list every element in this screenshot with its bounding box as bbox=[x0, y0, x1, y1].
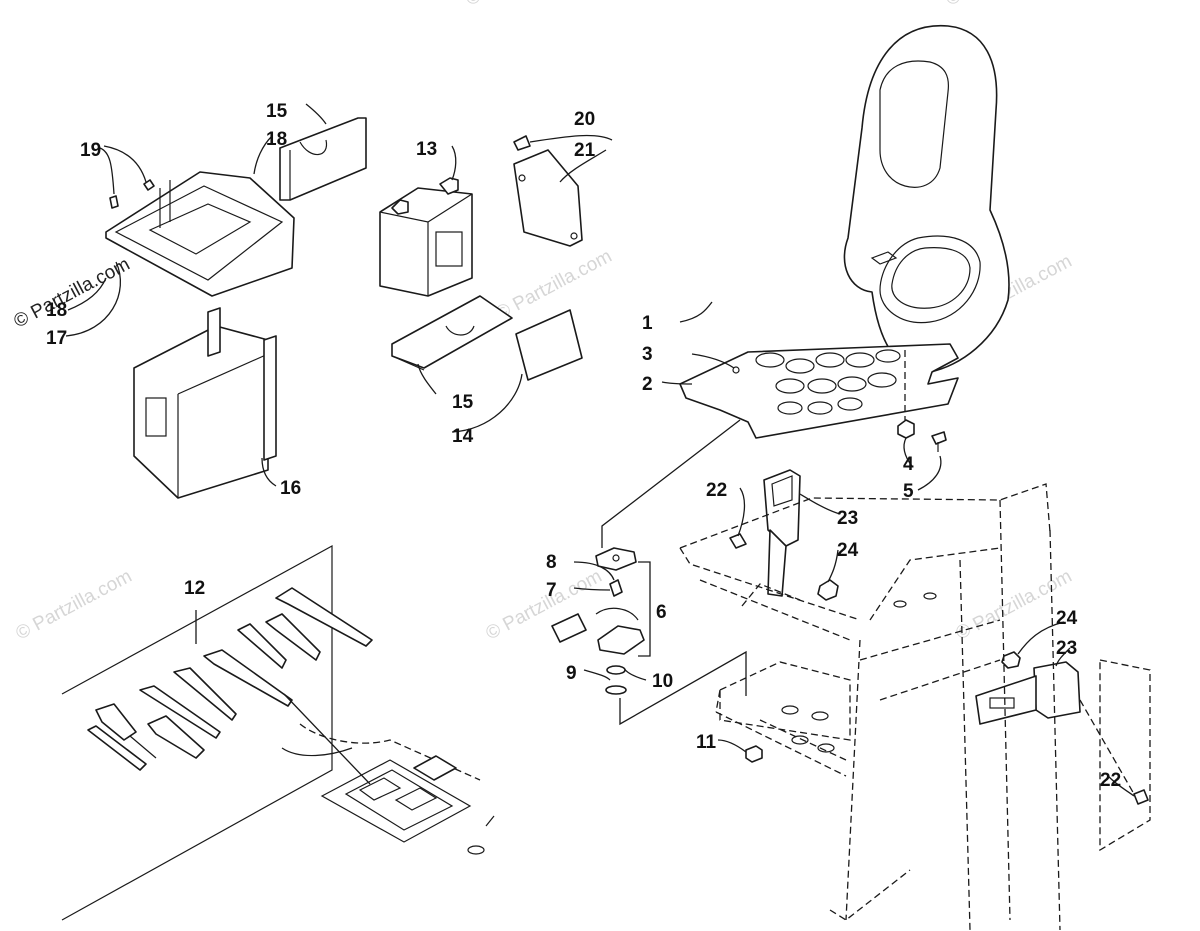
watermark-6: © Partzilla.com bbox=[462, 0, 585, 10]
callout-20: 20 bbox=[574, 109, 595, 130]
plate-part bbox=[515, 309, 583, 381]
callout-8: 8 bbox=[546, 552, 557, 573]
callout-18-lower: 18 bbox=[46, 300, 67, 321]
watermark-4: © Partzilla.com bbox=[482, 566, 605, 645]
battery-part bbox=[379, 177, 473, 297]
callout-13: 13 bbox=[416, 139, 437, 160]
callout-17: 17 bbox=[46, 328, 67, 349]
watermark-3: © Partzilla.com bbox=[12, 566, 135, 645]
callout-14: 14 bbox=[452, 426, 474, 447]
callout-22-upper: 22 bbox=[706, 480, 727, 501]
battery-tray-part bbox=[105, 171, 295, 297]
watermark-dark: © Partzilla.com bbox=[10, 254, 133, 333]
latch-assembly-part bbox=[551, 547, 763, 763]
callout-11: 11 bbox=[696, 732, 717, 753]
seat-belt-upper-part bbox=[729, 469, 839, 601]
callout-18-upper: 18 bbox=[266, 129, 287, 150]
callout-22-lower: 22 bbox=[1100, 770, 1121, 791]
seat-part bbox=[843, 25, 1010, 373]
bolt-part bbox=[931, 431, 947, 452]
callout-12: 12 bbox=[184, 578, 205, 599]
screw-part bbox=[513, 135, 531, 151]
callout-1: 1 bbox=[642, 313, 653, 334]
seat-base-part bbox=[679, 343, 959, 439]
callout-2: 2 bbox=[642, 374, 653, 395]
assembly-lines bbox=[601, 419, 747, 726]
callout-15-lower: 15 bbox=[452, 392, 474, 413]
callout-23-lower: 23 bbox=[1056, 638, 1077, 659]
callout-24-lower: 24 bbox=[1056, 608, 1078, 629]
leader-lines bbox=[65, 103, 1135, 797]
callout-5: 5 bbox=[903, 481, 914, 502]
tool-kit-part bbox=[61, 544, 373, 921]
callout-3: 3 bbox=[642, 344, 653, 365]
storage-compartment-part bbox=[281, 723, 495, 855]
callout-4: 4 bbox=[903, 454, 914, 475]
pad-upper-part bbox=[279, 117, 367, 201]
callout-15-upper: 15 bbox=[266, 101, 288, 122]
battery-box-part bbox=[133, 307, 277, 499]
callout-21: 21 bbox=[574, 140, 596, 161]
callout-6: 6 bbox=[656, 602, 667, 623]
callout-7: 7 bbox=[546, 580, 557, 601]
cover-part bbox=[513, 149, 583, 247]
nut-part bbox=[897, 419, 915, 439]
callout-9: 9 bbox=[566, 663, 577, 684]
callout-16: 16 bbox=[280, 478, 301, 499]
frame-part bbox=[679, 483, 1151, 931]
callout-24-upper: 24 bbox=[837, 540, 859, 561]
watermark-5: © Partzilla.com bbox=[952, 566, 1075, 645]
callout-labels: 1 3 2 4 5 20 21 13 15 18 19 18 17 15 14 … bbox=[46, 101, 1121, 791]
pad-lower-part bbox=[391, 295, 513, 371]
watermark-1: © Partzilla.com bbox=[492, 246, 615, 325]
callout-23-upper: 23 bbox=[837, 508, 858, 529]
watermark-7: © Partzilla.com bbox=[942, 0, 1065, 10]
callout-19: 19 bbox=[80, 140, 101, 161]
callout-10: 10 bbox=[652, 671, 673, 692]
seat-belt-lower-part bbox=[975, 651, 1149, 805]
